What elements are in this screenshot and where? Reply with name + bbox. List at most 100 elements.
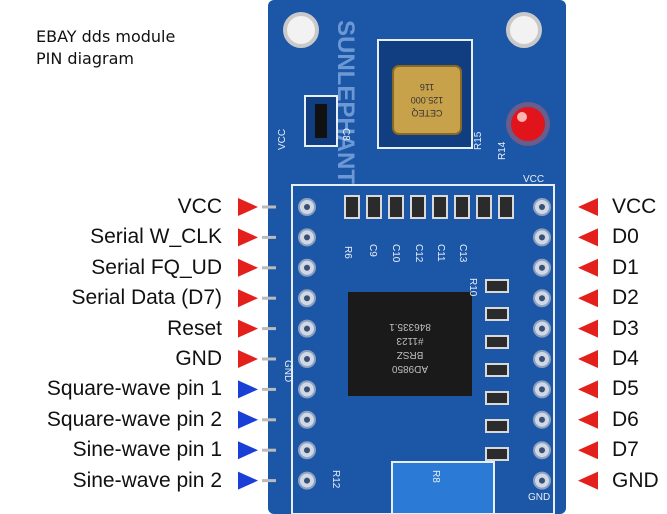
right-pin-label: D4	[612, 347, 639, 370]
left-pin-label: VCC	[177, 195, 222, 218]
silk-label: GND	[528, 492, 550, 503]
right-pin-label: D3	[612, 316, 639, 340]
output-arrow	[238, 380, 258, 399]
right-pin-hole	[539, 264, 545, 271]
right-pin-label: GND	[612, 468, 659, 492]
silk-label: R8	[430, 470, 441, 483]
crystal-text-3: 116	[420, 82, 434, 92]
left-pin-hole	[304, 447, 310, 454]
brand-text: SUNLEPHANT	[332, 20, 359, 184]
smd-component	[485, 363, 509, 377]
left-pin-label: Serial Data (D7)	[71, 286, 222, 310]
diagram-caption: EBAY dds module PIN diagram	[36, 26, 175, 70]
input-arrow	[238, 228, 258, 247]
smd-component	[432, 195, 448, 219]
led	[511, 107, 545, 141]
input-arrow	[238, 319, 258, 338]
right-pin-hole	[539, 234, 545, 241]
left-pin-label: Square-wave pin 1	[46, 377, 222, 401]
left-pin-label: Square-wave pin 2	[46, 407, 222, 431]
left-pin-hole	[304, 234, 310, 241]
silk-label: C8	[340, 128, 351, 141]
smd-component	[388, 195, 404, 219]
left-pin-hole	[304, 204, 310, 210]
smd-component	[366, 195, 382, 219]
right-pin-label: D6	[612, 407, 639, 431]
crystal-oscillator	[392, 65, 462, 135]
right-pin-arrow	[578, 228, 598, 247]
left-pin-hole	[304, 386, 310, 393]
mounting-hole-right	[506, 12, 542, 48]
caption-subtitle: PIN diagram	[36, 49, 134, 68]
left-pin-hole	[304, 295, 310, 302]
chip-text-1: AD9850	[391, 363, 428, 374]
silk-label: GND	[282, 360, 293, 382]
right-pin-label: D5	[612, 377, 639, 401]
ad9850-chip	[348, 292, 472, 396]
smd-component	[498, 195, 514, 219]
left-pin-label: GND	[175, 347, 222, 370]
pin-arrows	[238, 198, 598, 490]
right-pin-hole	[539, 477, 545, 484]
left-pin-label: Sine-wave pin 2	[72, 468, 222, 492]
chip-text-2: BRSZ	[397, 349, 424, 360]
smd-component	[485, 419, 509, 433]
silk-label: R15	[473, 131, 484, 150]
right-pin-arrow	[578, 410, 598, 429]
right-pin-hole	[539, 386, 545, 393]
right-pin-arrow	[578, 258, 598, 277]
right-pin-hole	[539, 325, 545, 332]
silk-label: C10	[390, 244, 401, 263]
right-pin-hole	[539, 295, 545, 302]
left-pin-hole	[304, 416, 310, 423]
smd-component	[344, 195, 360, 219]
right-pin-label: D7	[612, 438, 639, 462]
input-arrow	[238, 289, 258, 308]
silk-label: VCC	[523, 174, 544, 185]
right-pin-arrow	[578, 289, 598, 308]
crystal-text-2: 125.000	[411, 95, 444, 105]
silk-label: R10	[467, 278, 478, 297]
input-arrow	[238, 198, 258, 216]
chip-text-4: 846335.1	[389, 321, 431, 332]
smd-components	[344, 195, 514, 461]
right-pin-hole	[539, 447, 545, 454]
right-pin-arrow	[578, 198, 598, 216]
left-pin-label: Reset	[167, 316, 222, 340]
mounting-hole-left	[283, 12, 319, 48]
right-pin-arrow	[578, 471, 598, 490]
smd-component	[485, 335, 509, 349]
output-arrow	[238, 410, 258, 429]
silk-label: C9	[367, 244, 378, 257]
right-pin-hole	[539, 356, 545, 362]
output-arrow	[238, 441, 258, 460]
right-pin-label: VCC	[612, 195, 657, 218]
silk-label: R14	[497, 141, 508, 160]
right-pin-arrow	[578, 319, 598, 338]
smd-component	[476, 195, 492, 219]
left-pin-label: Sine-wave pin 1	[72, 438, 222, 462]
left-pin-hole	[304, 264, 310, 271]
left-pin-label: Serial W_CLK	[90, 225, 222, 249]
right-pin-hole	[539, 204, 545, 210]
smd-component	[485, 307, 509, 321]
input-arrow	[238, 258, 258, 277]
potentiometer	[391, 461, 495, 514]
header-pins	[262, 198, 551, 490]
silk-label: C13	[457, 244, 468, 263]
left-pin-label: Serial FQ_UD	[91, 255, 222, 279]
left-pin-hole	[304, 477, 310, 484]
silk-label: R12	[330, 470, 341, 489]
smd-component	[485, 279, 509, 293]
jumper-cap	[315, 104, 327, 138]
left-pin-hole	[304, 325, 310, 332]
right-pin-hole	[539, 416, 545, 423]
right-pin-label: D0	[612, 225, 639, 249]
pcb-inner-outline	[291, 184, 555, 514]
right-pin-arrow	[578, 441, 598, 460]
right-pin-label: D1	[612, 255, 639, 279]
silk-label: C11	[435, 244, 446, 262]
caption-title: EBAY dds module	[36, 27, 176, 46]
silk-label: VCC	[277, 129, 288, 150]
